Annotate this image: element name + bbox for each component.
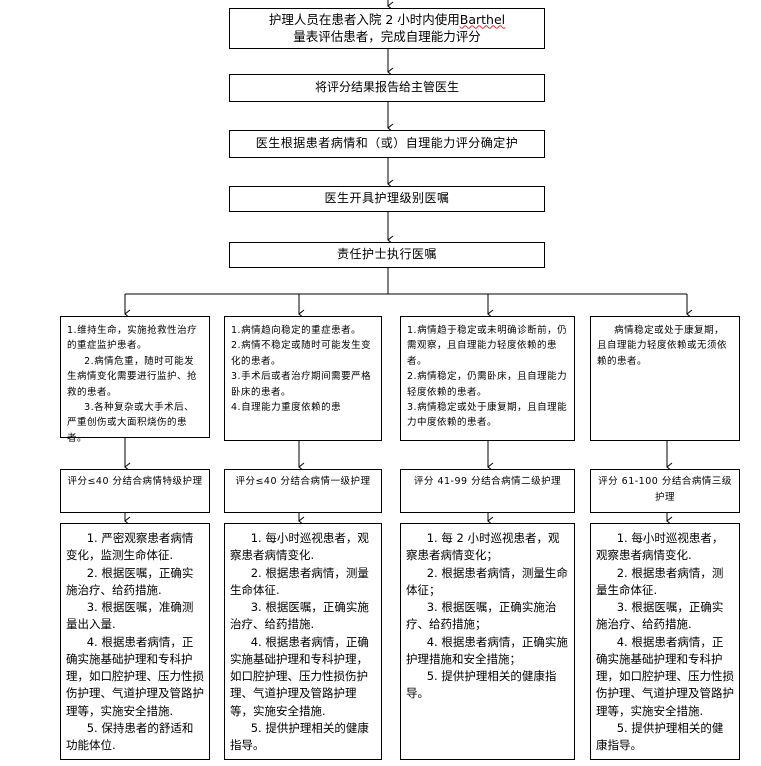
measure-special-4: 4. 根据患者病情，正确实施基础护理和专科护理，如口腔护理、压力性损伤护理、气道… xyxy=(66,634,204,718)
step-execute-text: 责任护士执行医嘱 xyxy=(336,247,437,262)
step-assess-text: 护理人员在患者入院 2 小时内使用Barthel 量表评估患者，完成自理能力评分 xyxy=(269,12,505,46)
criteria-level2-1: 1.病情趋于稳定或未明确诊断前，仍需观察，且自理能力轻度依赖的患者。 xyxy=(407,325,568,367)
score-level3-text: 评分 61-100 分结合病情三级护理 xyxy=(598,476,732,504)
criteria-level2-box: 1.病情趋于稳定或未明确诊断前，仍需观察，且自理能力轻度依赖的患者。 2.病情稳… xyxy=(400,316,575,441)
step-report-text: 将评分结果报告给主管医生 xyxy=(314,80,459,95)
measures-level3-box: 1. 每小时巡视患者，观察患者病情变化. 2. 根据患者病情，测量生命体征. 3… xyxy=(590,523,740,760)
step-determine-box: 医生根据患者病情和（或）自理能力评分确定护 xyxy=(229,130,545,158)
score-level3-box: 评分 61-100 分结合病情三级护理 xyxy=(590,469,740,513)
measure-level2-2: 2. 根据患者病情，测量生命体征； xyxy=(406,565,568,597)
measure-level2-1: 1. 每 2 小时巡视患者，观察患者病情变化； xyxy=(406,531,560,563)
score-level1-text: 评分≤40 分结合病情一级护理 xyxy=(235,476,371,487)
step-order-text: 医生开具护理级别医嘱 xyxy=(324,191,450,206)
measure-level1-4: 4. 根据患者病情，正确实施基础护理和专科护理，如口腔护理、压力性损伤护理、气道… xyxy=(230,634,369,718)
criteria-special-1: 1.维持生命，实施抢救性治疗的重症监护患者。 xyxy=(67,325,198,352)
measure-special-2: 2. 根据医嘱，正确实施治疗、给药措施. xyxy=(66,565,194,597)
measure-level1-5: 5. 提供护理相关的健康指导。 xyxy=(230,720,369,752)
step-execute-box: 责任护士执行医嘱 xyxy=(229,242,545,268)
score-level2-text: 评分 41-99 分结合病情二级护理 xyxy=(413,476,562,487)
score-special-text: 评分≤40 分结合病情特级护理 xyxy=(67,476,203,487)
measure-level1-2: 2. 根据患者病情，测量生命体征. xyxy=(230,565,369,597)
criteria-special-box: 1.维持生命，实施抢救性治疗的重症监护患者。 2.病情危重，随时可能发生病情变化… xyxy=(60,316,210,444)
measures-level1-box: 1. 每小时巡视患者，观察患者病情变化. 2. 根据患者病情，测量生命体征. 3… xyxy=(224,523,382,760)
criteria-level1-3: 3.手术后或者治疗期间需要严格卧床的患者。 xyxy=(231,371,372,398)
criteria-level1-box: 1.病情趋向稳定的重症患者。 2.病情不稳定或随时可能发生变化的患者。 3.手术… xyxy=(224,316,382,441)
measure-special-1: 1. 严密观察患者病情变化，监测生命体征. xyxy=(66,531,194,563)
step-determine-text: 医生根据患者病情和（或）自理能力评分确定护 xyxy=(255,136,519,151)
step-assess-term: Barthel xyxy=(459,11,506,27)
criteria-level1-2: 2.病情不稳定或随时可能发生变化的患者。 xyxy=(231,340,372,367)
measure-level2-4: 4. 根据患者病情，正确实施护理措施和安全措施； xyxy=(406,634,568,666)
step-report-box: 将评分结果报告给主管医生 xyxy=(229,74,545,102)
measures-level2-box: 1. 每 2 小时巡视患者，观察患者病情变化； 2. 根据患者病情，测量生命体征… xyxy=(400,523,575,760)
step-assess-post: 量表评估患者，完成自理能力评分 xyxy=(293,28,481,44)
measure-level3-2: 2. 根据患者病情，测量生命体征. xyxy=(596,565,724,597)
score-level2-box: 评分 41-99 分结合病情二级护理 xyxy=(400,469,575,513)
measure-level1-3: 3. 根据医嘱，正确实施治疗、给药措施. xyxy=(230,600,369,632)
step-assess-pre: 护理人员在患者入院 2 小时内使用 xyxy=(268,11,460,27)
criteria-special-3: 3.各种复杂或大手术后、严重创伤或大面积烧伤的患者。 xyxy=(67,401,195,444)
criteria-level3-1: 病情稳定或处于康复期，且自理能力轻度依赖或无须依赖的患者。 xyxy=(597,325,728,367)
measure-special-3: 3. 根据医嘱，准确测量出入量. xyxy=(66,600,194,632)
step-order-box: 医生开具护理级别医嘱 xyxy=(229,186,545,212)
measure-special-5: 5. 保持患者的舒适和功能体位. xyxy=(66,720,194,752)
measure-level3-3: 3. 根据医嘱，正确实施治疗、给药措施. xyxy=(596,600,724,632)
criteria-special-2: 2.病情危重，随时可能发生病情变化需要进行监护、抢救的患者。 xyxy=(67,355,198,398)
step-assess-box: 护理人员在患者入院 2 小时内使用Barthel 量表评估患者，完成自理能力评分 xyxy=(229,8,545,49)
score-special-box: 评分≤40 分结合病情特级护理 xyxy=(60,469,210,513)
measure-level3-4: 4. 根据患者病情，正确实施基础护理和专科护理，如口腔护理、压力性损伤护理、气道… xyxy=(596,634,734,718)
criteria-level2-2: 2.病情稳定，仍需卧床，且自理能力轻度依赖的患者。 xyxy=(407,371,568,398)
criteria-level2-3: 3.病情稳定或处于康复期，且自理能力中度依赖的患者。 xyxy=(407,401,568,429)
measure-level3-5: 5. 提供护理相关的健康指导。 xyxy=(596,720,724,752)
measure-level2-5: 5. 提供护理相关的健康指导。 xyxy=(406,669,557,701)
measure-level1-1: 1. 每小时巡视患者，观察患者病情变化. xyxy=(230,531,369,563)
criteria-level1-4: 4.自理能力重度依赖的患 xyxy=(231,401,342,413)
measure-level2-3: 3. 根据医嘱，正确实施治疗、给药措施； xyxy=(406,600,557,632)
measure-level3-1: 1. 每小时巡视患者，观察患者病情变化. xyxy=(596,531,724,563)
criteria-level3-box: 病情稳定或处于康复期，且自理能力轻度依赖或无须依赖的患者。 xyxy=(590,316,740,441)
measures-special-box: 1. 严密观察患者病情变化，监测生命体征. 2. 根据医嘱，正确实施治疗、给药措… xyxy=(60,523,210,760)
score-level1-box: 评分≤40 分结合病情一级护理 xyxy=(224,469,382,513)
criteria-level1-1: 1.病情趋向稳定的重症患者。 xyxy=(231,325,362,336)
